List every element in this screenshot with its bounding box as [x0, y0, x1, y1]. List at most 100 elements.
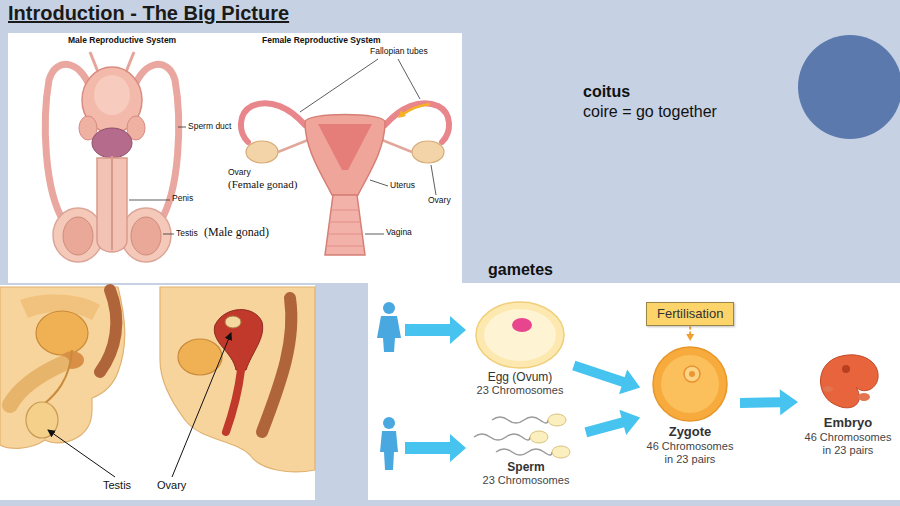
- part-label: Ovary: [428, 196, 451, 206]
- connector-arrow: [574, 366, 640, 395]
- connector-shaft: [574, 366, 624, 383]
- prostate: [92, 128, 132, 158]
- node-heading: Sperm: [470, 460, 582, 474]
- anatomy-panel: [8, 33, 462, 283]
- egg-path-head: [398, 110, 406, 118]
- leader-line: [300, 59, 378, 112]
- vagina: [226, 370, 241, 432]
- ovum-cytoplasm: [484, 309, 556, 361]
- part-label: Ovary: [157, 479, 186, 492]
- ovary: [412, 141, 444, 163]
- connector-arrow: [586, 410, 640, 435]
- part-label: Uterus: [390, 181, 415, 191]
- testis: [63, 217, 93, 255]
- picture-holder: [470, 410, 582, 460]
- penis: [10, 364, 62, 405]
- embryo-limb: [858, 393, 870, 401]
- part-label: Testis: [103, 479, 131, 492]
- part-label: Sperm duct: [188, 122, 231, 132]
- leader-line: [163, 234, 174, 235]
- ovum-node: Egg (Ovum)23 Chromosomes: [470, 298, 570, 398]
- scrotum: [53, 208, 103, 262]
- uterine-cavity: [318, 124, 372, 170]
- node-heading: Egg (Ovum): [470, 370, 570, 384]
- sperm-node: Sperm23 Chromosomes: [470, 410, 582, 488]
- rectum: [100, 290, 116, 372]
- node-note: 46 Chromosomes in 23 pairs: [644, 440, 736, 466]
- connector-shaft: [586, 422, 624, 432]
- sperm-head: [552, 446, 570, 458]
- urethra: [111, 156, 113, 250]
- egg-path-arrow: [402, 104, 430, 115]
- panel-heading: Female Reproductive System: [262, 36, 381, 46]
- connector-shaft: [689, 327, 691, 335]
- sperm-duct: [44, 350, 72, 404]
- vagina: [325, 195, 365, 255]
- connector-arrow: [686, 327, 694, 341]
- female-icon-head: [383, 302, 395, 314]
- female-section-drawing: [160, 287, 315, 477]
- female-system-drawing: [241, 59, 449, 255]
- leader-arrow: [48, 430, 115, 477]
- uterus: [214, 310, 262, 370]
- male-system-drawing: [45, 52, 186, 262]
- connector-shaft: [740, 397, 781, 408]
- embryo-limb: [823, 386, 833, 392]
- sperm-tail: [474, 434, 530, 440]
- ovary: [246, 141, 278, 163]
- ovum-membrane: [476, 302, 564, 368]
- embryo-body: [821, 355, 879, 408]
- part-label: Ovary: [228, 168, 251, 178]
- testis: [26, 402, 58, 438]
- sperm-tail: [496, 449, 552, 455]
- node-note: 46 Chromosomes in 23 pairs: [802, 431, 894, 457]
- term-heading: coitus: [583, 83, 630, 101]
- uterus: [305, 115, 385, 196]
- leader-line: [398, 59, 420, 99]
- embryo-node: Embryo46 Chromosomes in 23 pairs: [802, 345, 894, 457]
- body-outline: [0, 287, 125, 448]
- zygote-nucleus: [684, 366, 700, 382]
- node-note: 23 Chromosomes: [470, 474, 582, 487]
- term-definition: coire = go together: [583, 103, 717, 121]
- node-heading: Embryo: [802, 415, 894, 431]
- leader-line: [431, 165, 436, 195]
- section-heading: gametes: [488, 261, 553, 279]
- leader-arrow: [172, 333, 231, 477]
- decor-circle: [798, 35, 900, 139]
- leader-line: [129, 200, 170, 201]
- sperm-head: [548, 414, 566, 426]
- part-label: Fallopian tubes: [370, 47, 428, 57]
- section-panel: [0, 285, 315, 500]
- ovarian-ligament: [382, 140, 412, 152]
- rectum: [262, 298, 291, 432]
- embryo-picture: [802, 345, 894, 415]
- leader-line: [365, 234, 384, 235]
- arrow-head: [780, 389, 798, 415]
- scrotum: [121, 208, 171, 262]
- leader-line: [178, 127, 186, 128]
- bladder: [36, 311, 88, 355]
- zygote-cytoplasm: [661, 355, 719, 413]
- gamete-panel: [368, 283, 900, 500]
- part-note: (Male gonad): [204, 226, 269, 240]
- sperm-head: [530, 431, 548, 443]
- ovarian-ligament: [278, 140, 308, 152]
- part-label: Vagina: [386, 228, 412, 238]
- vaginal-ridges: [327, 210, 363, 246]
- ureter: [126, 52, 134, 72]
- bladder-inner: [94, 75, 130, 115]
- embryo-eye: [842, 365, 850, 373]
- testis: [131, 217, 161, 255]
- part-note: (Female gonad): [228, 178, 297, 191]
- male-icon-head: [383, 417, 395, 429]
- ovary: [225, 316, 241, 328]
- picture-holder: [644, 342, 736, 424]
- female-icon-body: [377, 316, 401, 352]
- node-note: 23 Chromosomes: [470, 384, 570, 397]
- fallopian-tube: [241, 103, 305, 142]
- process-box: Fertilisation: [646, 302, 734, 326]
- block-arrow: [405, 316, 466, 344]
